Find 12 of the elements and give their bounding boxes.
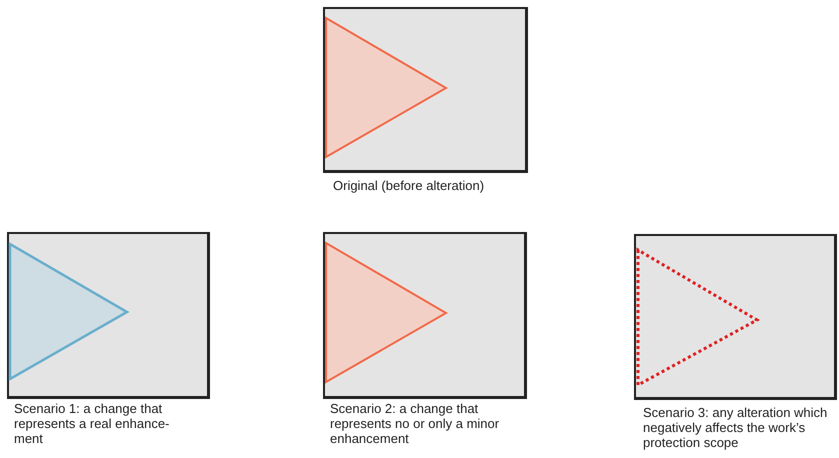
triangle-shape bbox=[636, 247, 760, 388]
frame-panel bbox=[634, 234, 837, 400]
triangle-shape bbox=[8, 242, 130, 382]
frame-panel bbox=[323, 7, 528, 173]
node-label: Original (before alteration) bbox=[333, 178, 486, 193]
node-label: Scenario 3: any alteration which negatively affects the work’s protection scope bbox=[643, 405, 828, 450]
triangle-shape bbox=[325, 16, 448, 159]
node-label: Scenario 2: a change that represents no or only a minor enhancement bbox=[330, 401, 500, 446]
frame-panel bbox=[323, 232, 527, 399]
triangle-shape bbox=[325, 241, 448, 384]
node-label: Scenario 1: a change that represents a real enhance-ment bbox=[14, 401, 170, 446]
frame-panel bbox=[7, 232, 210, 399]
